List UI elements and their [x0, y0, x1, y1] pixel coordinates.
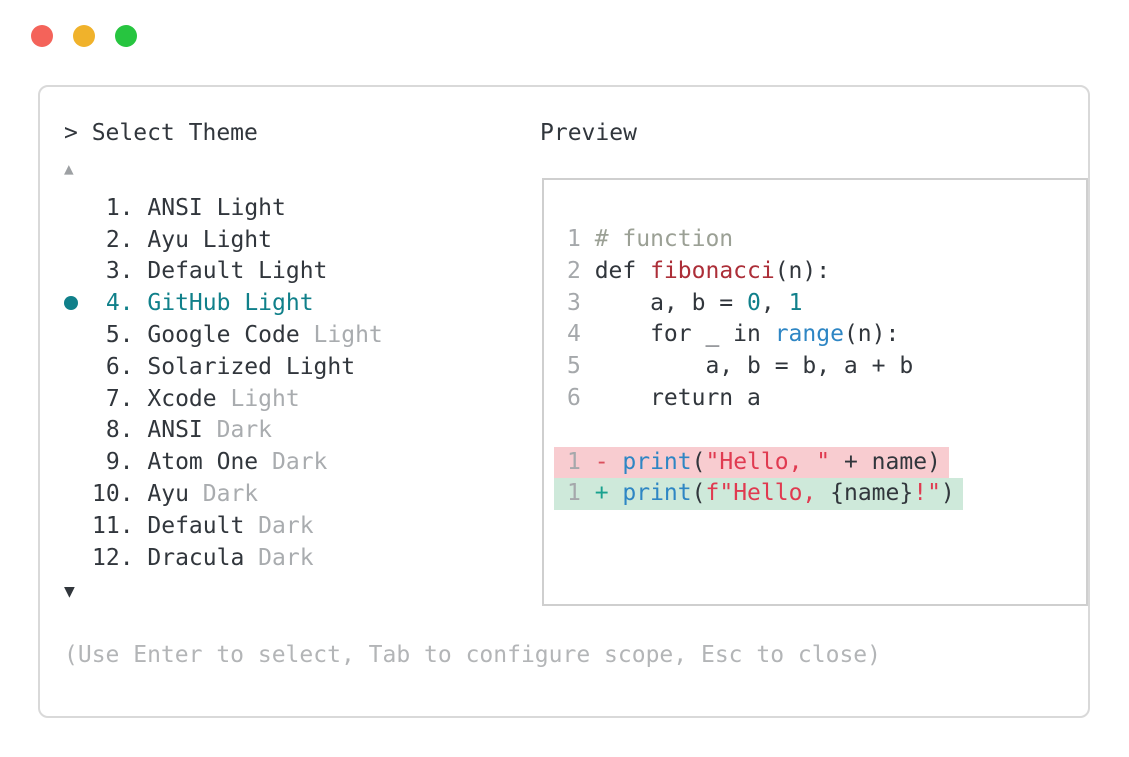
- theme-option-label: Default Dark: [147, 512, 314, 539]
- code-line: 5 a, b = b, a + b: [567, 351, 1086, 383]
- theme-option-label: Solarized Light: [147, 353, 356, 380]
- theme-option-number: 7.: [105, 385, 134, 412]
- theme-option-number: 2.: [105, 226, 134, 253]
- theme-option-number: 8.: [105, 417, 134, 444]
- selection-bullet-icon: [64, 296, 78, 311]
- theme-option-label: Default Light: [147, 258, 328, 285]
- code-line: 2 def fibonacci(n):: [567, 256, 1086, 288]
- theme-option-number: 12.: [92, 544, 134, 571]
- selected-cursor-dot: [64, 296, 92, 311]
- line-number: 1: [567, 480, 581, 507]
- scroll-up-icon[interactable]: ▲: [64, 159, 74, 178]
- diff-line-add: 1 + print(f"Hello, {name}!"): [554, 478, 1086, 511]
- code-token-text: ,: [760, 289, 789, 316]
- code-line: [567, 415, 1086, 447]
- theme-option-label: Atom One Dark: [147, 449, 328, 476]
- select-theme-title: > Select Theme: [64, 120, 258, 146]
- diff-deletion-highlight: 1- print("Hello, " + name): [554, 446, 949, 479]
- theme-option-github-light[interactable]: 4. GitHub Light: [64, 287, 383, 319]
- theme-option-number: 1.: [105, 194, 134, 221]
- theme-option-label: Xcode Light: [147, 385, 300, 412]
- zoom-button[interactable]: [115, 25, 137, 47]
- theme-option-number: 6.: [105, 353, 134, 380]
- theme-option-default-light[interactable]: 3. Default Light: [64, 256, 383, 288]
- preview-title: Preview: [540, 120, 637, 146]
- theme-option-label: Dracula Dark: [147, 544, 314, 571]
- code-token-text: (n):: [774, 257, 831, 284]
- line-number: 5: [567, 353, 581, 380]
- theme-option-number: 5.: [105, 322, 134, 349]
- line-number: 3: [567, 289, 581, 316]
- code-token-text: (n):: [843, 321, 900, 348]
- theme-option-label: Google Code Light: [147, 322, 383, 349]
- theme-option-number: 10.: [92, 481, 134, 508]
- theme-option-number: 3.: [105, 258, 134, 285]
- line-number: 4: [567, 321, 581, 348]
- theme-option-label: Ayu Dark: [147, 481, 259, 508]
- theme-option-solarized-light[interactable]: 6. Solarized Light: [64, 351, 383, 383]
- theme-option-xcode-light[interactable]: 7. Xcode Light: [64, 383, 383, 415]
- theme-option-ayu-light[interactable]: 2. Ayu Light: [64, 224, 383, 256]
- code-token-string: "Hello, ": [705, 448, 831, 475]
- code-token-plus: +: [594, 480, 623, 507]
- code-token-blue: print: [622, 448, 692, 475]
- code-token-comment: # function: [594, 226, 734, 252]
- code-line: 1 # function: [567, 224, 1086, 256]
- code-line: 6 return a: [567, 383, 1086, 415]
- theme-option-ansi-light[interactable]: 1. ANSI Light: [64, 192, 383, 224]
- keyboard-hint: (Use Enter to select, Tab to configure s…: [64, 642, 881, 668]
- code-token-string: f"Hello,: [705, 480, 831, 507]
- code-token-string: !": [913, 480, 941, 507]
- code-token-text: return a: [594, 384, 761, 411]
- line-number: 6: [567, 384, 581, 411]
- theme-option-dracula-dark[interactable]: 12. Dracula Dark: [64, 542, 383, 574]
- code-token-minus: -: [594, 448, 623, 475]
- line-number: 1: [567, 448, 581, 475]
- theme-option-label: Ayu Light: [147, 226, 273, 253]
- line-number: 2: [567, 257, 581, 284]
- theme-option-atom-one-dark[interactable]: 9. Atom One Dark: [64, 446, 383, 478]
- code-token-teal: 1: [788, 289, 803, 316]
- code-token-text: a, b = b, a + b: [594, 353, 914, 380]
- theme-option-label: ANSI Dark: [147, 417, 273, 444]
- code-token-text: + name): [830, 448, 941, 475]
- scroll-down-icon[interactable]: ▼: [64, 581, 75, 602]
- diff-addition-highlight: 1 + print(f"Hello, {name}!"): [554, 478, 963, 511]
- theme-option-number: 9.: [105, 449, 134, 476]
- code-line: 3 a, b = 0, 1: [567, 288, 1086, 320]
- code-token-text: {name}: [830, 480, 914, 507]
- code-token-text: for _ in: [594, 321, 775, 348]
- theme-option-ansi-dark[interactable]: 8. ANSI Dark: [64, 415, 383, 447]
- window-controls: [31, 25, 137, 47]
- diff-line-del: 1- print("Hello, " + name): [554, 446, 1086, 479]
- code-token-text: ): [940, 480, 955, 507]
- code-token-teal: 0: [747, 289, 761, 316]
- theme-option-number: 11.: [92, 512, 134, 539]
- code-token-func: fibonacci: [650, 257, 775, 284]
- theme-option-ayu-dark[interactable]: 10. Ayu Dark: [64, 478, 383, 510]
- theme-option-default-dark[interactable]: 11. Default Dark: [64, 510, 383, 542]
- code-line: 4 for _ in range(n):: [567, 319, 1086, 351]
- code-token-blue: range: [774, 321, 844, 348]
- theme-option-google-code-light[interactable]: 5. Google Code Light: [64, 319, 383, 351]
- code-token-blue: print: [622, 480, 692, 507]
- code-token-text: def: [594, 257, 651, 284]
- code-token-text: (: [691, 448, 706, 475]
- code-token-text: a, b =: [594, 289, 748, 316]
- theme-option-label: ANSI Light: [147, 194, 286, 221]
- theme-option-number: 4.: [105, 290, 134, 317]
- theme-option-label: GitHub Light: [147, 290, 314, 317]
- close-button[interactable]: [31, 25, 53, 47]
- minimize-button[interactable]: [73, 25, 95, 47]
- line-number: 1: [567, 226, 581, 252]
- theme-picker-panel: > Select Theme Preview ▲ 1. ANSI Light 2. A…: [38, 85, 1090, 718]
- code-token-text: (: [691, 480, 706, 507]
